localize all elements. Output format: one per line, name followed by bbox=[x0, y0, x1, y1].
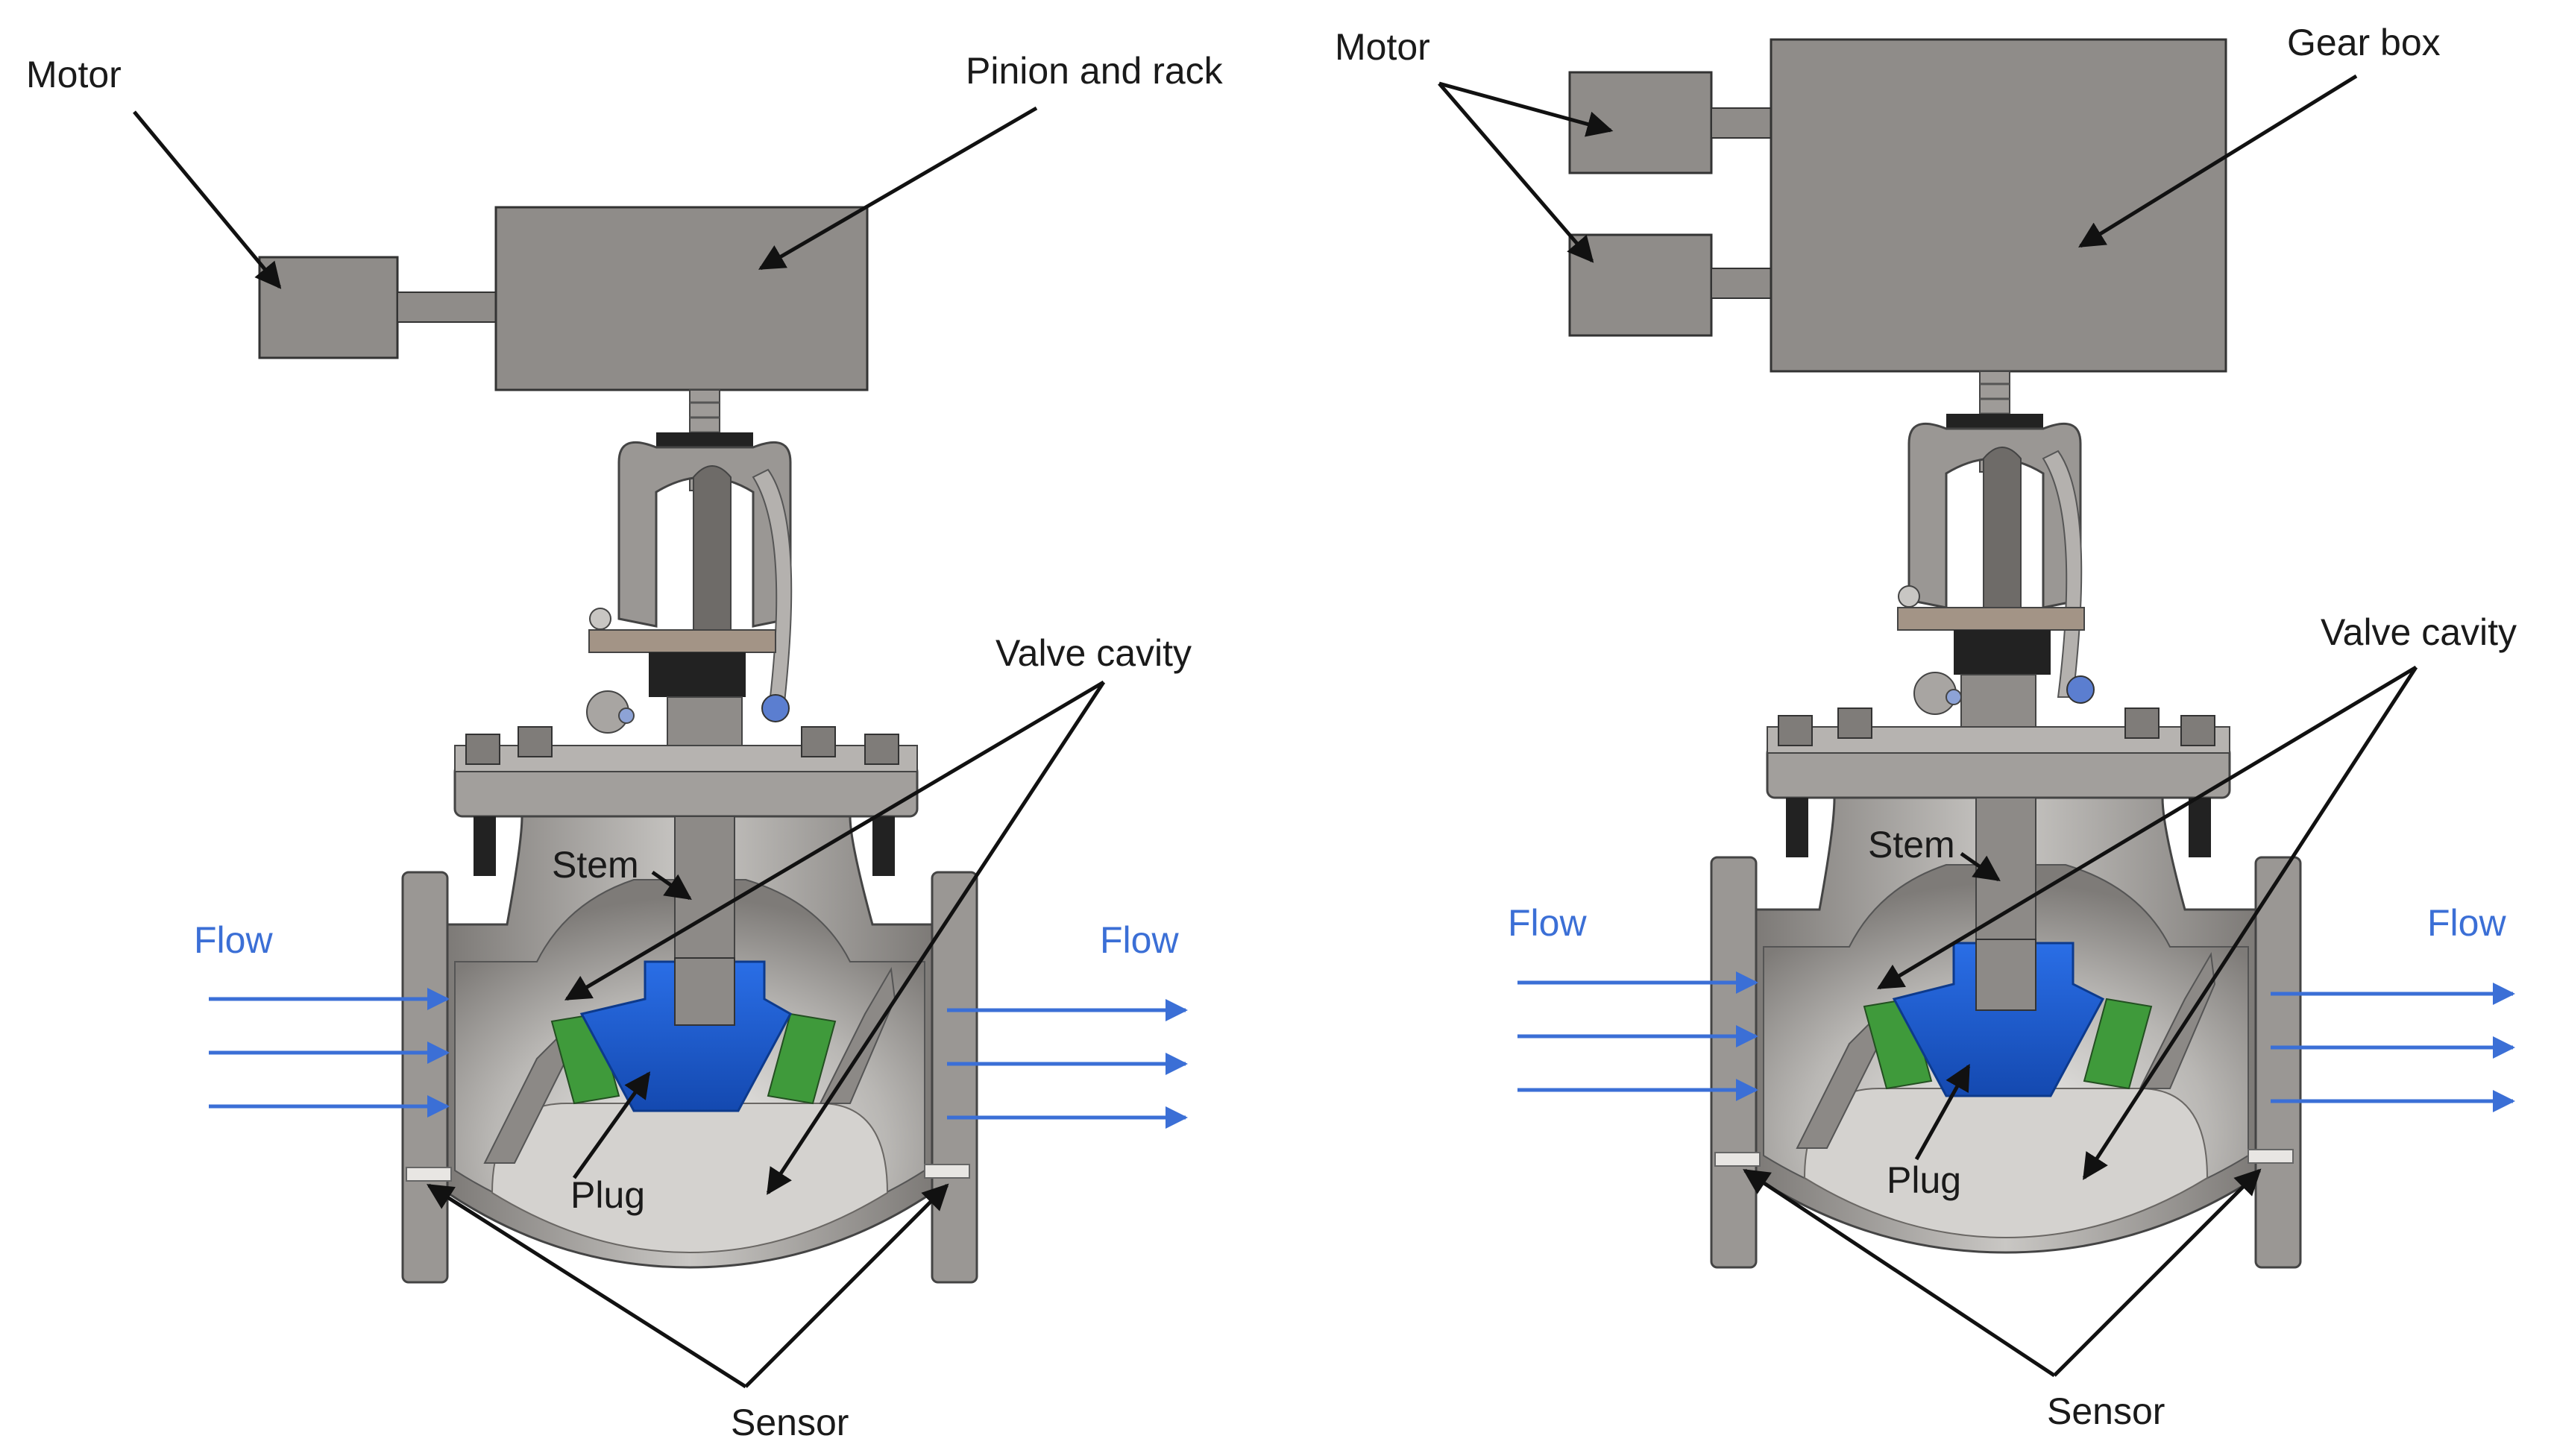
motor-block-upper bbox=[1568, 71, 1713, 174]
label-valve-cavity: Valve cavity bbox=[2321, 611, 2517, 653]
label-pinion-and-rack: Pinion and rack bbox=[966, 50, 1224, 92]
label-sensor: Sensor bbox=[2047, 1390, 2165, 1432]
valve-plug bbox=[1892, 942, 2105, 1097]
sensor-left bbox=[406, 1167, 452, 1182]
callout-lines bbox=[1438, 74, 2418, 1378]
yoke bbox=[586, 432, 793, 765]
plug-stem-insert bbox=[1975, 939, 2036, 1011]
motor-block-lower bbox=[1568, 233, 1713, 337]
label-valve-cavity: Valve cavity bbox=[995, 632, 1192, 674]
sensor-right bbox=[924, 1164, 970, 1179]
motor-block bbox=[258, 256, 399, 359]
flow-arrows-outlet bbox=[947, 999, 1188, 1129]
yoke bbox=[1897, 414, 2095, 746]
label-stem: Stem bbox=[1868, 824, 1955, 866]
flow-arrows-inlet bbox=[209, 988, 450, 1118]
panel-gear-box-valve: Motor Gear box Valve cavity Stem Plug Se… bbox=[1335, 22, 2517, 1432]
sensor-right bbox=[2248, 1149, 2294, 1164]
bonnet-flange bbox=[453, 726, 919, 876]
label-sensor: Sensor bbox=[731, 1402, 849, 1443]
label-gear-box: Gear box bbox=[2287, 22, 2441, 63]
flow-arrows-inlet bbox=[1517, 971, 1758, 1101]
label-plug: Plug bbox=[1887, 1159, 1961, 1201]
motor-shaft-lower bbox=[1711, 268, 1772, 299]
sensor-left bbox=[1714, 1152, 1761, 1167]
label-flow-outlet: Flow bbox=[2427, 902, 2506, 944]
motor-shaft-upper bbox=[1711, 107, 1772, 139]
label-flow-inlet: Flow bbox=[194, 919, 273, 961]
motor-shaft bbox=[397, 291, 497, 323]
panel-pinion-rack-valve: Motor Pinion and rack Valve cavity Stem … bbox=[26, 50, 1224, 1443]
label-flow-inlet: Flow bbox=[1508, 902, 1587, 944]
plug-stem-insert bbox=[674, 957, 735, 1026]
gear-box-block bbox=[1770, 38, 2227, 373]
label-flow-outlet: Flow bbox=[1100, 919, 1179, 961]
flow-arrows-outlet bbox=[2271, 983, 2515, 1112]
label-stem: Stem bbox=[552, 844, 639, 886]
label-motor: Motor bbox=[1335, 26, 1430, 68]
label-motor: Motor bbox=[26, 54, 122, 95]
pinion-rack-block bbox=[494, 206, 869, 391]
label-plug: Plug bbox=[570, 1174, 645, 1216]
callout-lines bbox=[133, 106, 1106, 1389]
